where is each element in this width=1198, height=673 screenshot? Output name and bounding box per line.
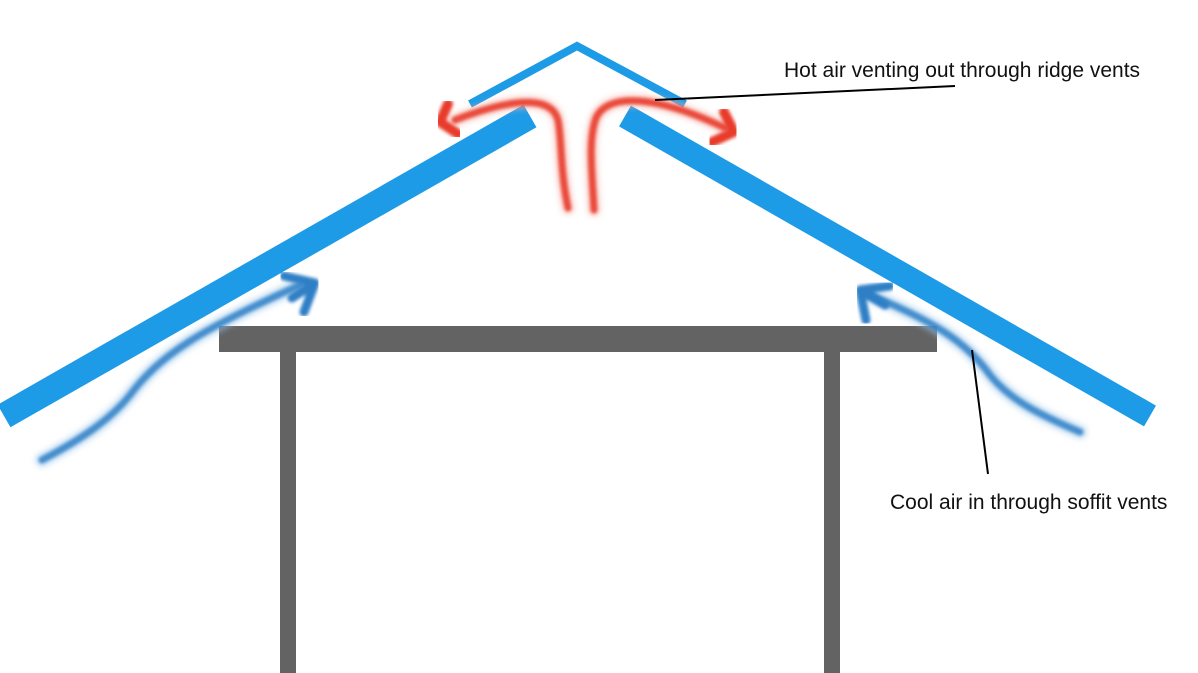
hot-air-left-arrow	[435, 95, 575, 215]
roof-left-panel	[0, 104, 537, 428]
hot-air-right-arrowhead	[707, 107, 739, 147]
roof-right-panel	[619, 105, 1156, 427]
cool-air-left-arrowhead	[279, 271, 320, 317]
right-wall	[824, 352, 840, 673]
left-wall	[280, 352, 296, 673]
hot-air-label: Hot air venting out through ridge vents	[784, 59, 1141, 82]
hot-air-right-arrow	[584, 94, 739, 217]
cool-air-left-arrow	[35, 271, 320, 467]
ceiling-beam	[219, 326, 937, 352]
cool-air-right-arrow	[855, 281, 1087, 439]
cool-air-right-arrowhead	[855, 281, 895, 325]
roof	[0, 41, 1156, 428]
ridge-vent-cap	[468, 41, 687, 108]
cool-air-leader-line	[971, 349, 989, 475]
hot-air-leader-line	[654, 85, 956, 101]
hot-air-left-arrowhead	[435, 99, 463, 139]
cool-air-label: Cool air in through soffit vents	[890, 491, 1168, 514]
house-frame	[219, 326, 937, 673]
